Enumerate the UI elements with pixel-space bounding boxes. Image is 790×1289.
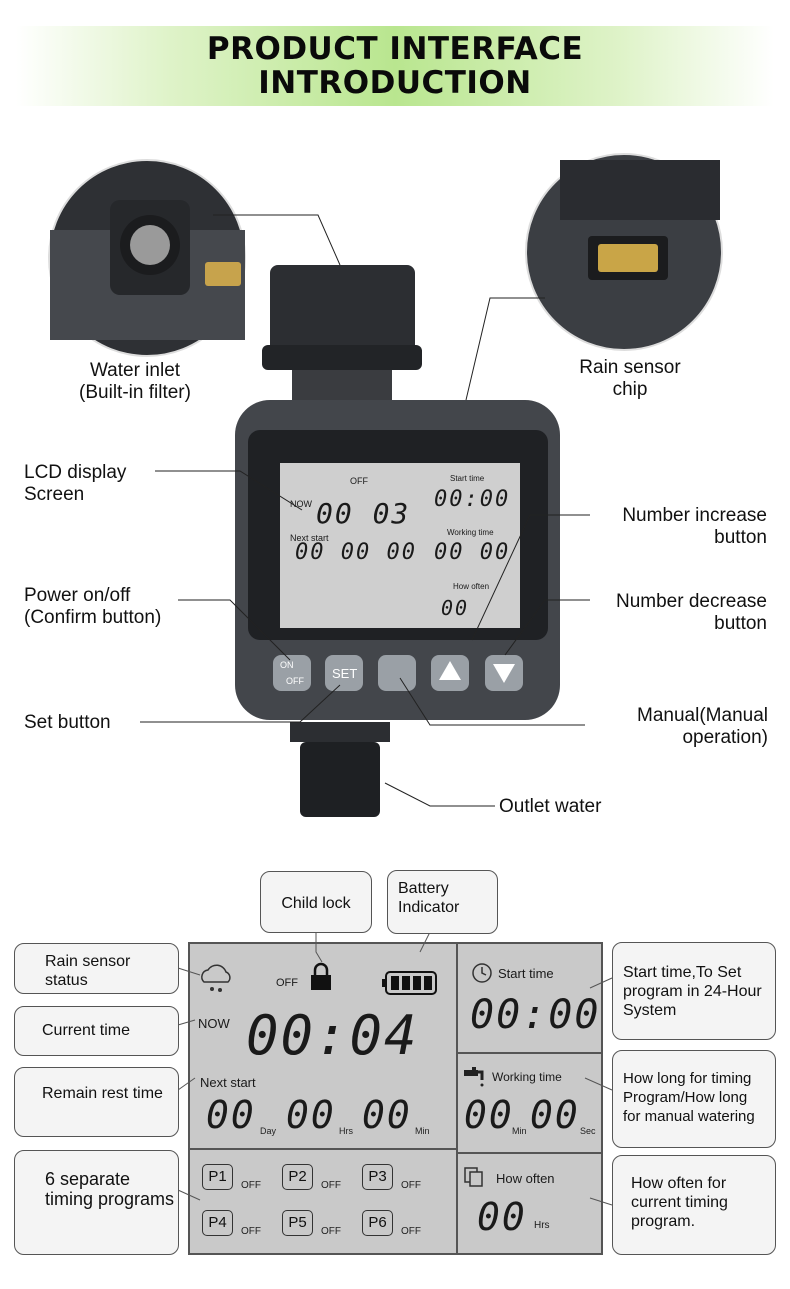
label-water-inlet-2: (Built-in filter): [79, 382, 191, 403]
label-water-inlet: Water inlet (Built-in filter): [55, 360, 215, 404]
lcd-next-hrs-value: 00: [286, 1093, 336, 1137]
device-screen-working-value: 00 00: [434, 540, 511, 565]
lcd-start-time-label: Start time: [498, 966, 554, 981]
label-increase-1: Number increase: [622, 505, 767, 526]
program-p6-state: OFF: [401, 1226, 421, 1237]
lcd-lock-off: OFF: [276, 977, 298, 989]
device-screen-time: 00 03: [316, 497, 411, 530]
lcd-hrs-unit: Hrs: [339, 1126, 353, 1136]
inlet-nut: [262, 265, 422, 400]
label-set-button: Set button: [24, 712, 111, 733]
callout-battery: Battery Indicator: [387, 870, 498, 934]
label-power: Power on/off (Confirm button): [24, 585, 194, 629]
program-p1-state: OFF: [241, 1180, 261, 1191]
device-buttons: [273, 655, 523, 691]
title-line-2: INTRODUCTION: [258, 65, 532, 101]
lcd-min-unit: Min: [415, 1126, 430, 1136]
water-inlet-zoom: [48, 159, 246, 357]
device-screen-now: NOW: [290, 499, 312, 509]
label-rain-chip-2: chip: [612, 379, 648, 400]
lcd-diagram: OFF NOW 00:04 Next start 00 Day 00 Hrs 0…: [188, 942, 603, 1255]
rain-chip-zoom: [525, 153, 723, 351]
header-banner: PRODUCT INTERFACE INTRODUCTION: [16, 26, 774, 106]
lcd-working-sec-value: 00: [530, 1093, 580, 1137]
lcd-how-often-value: 00: [477, 1195, 527, 1239]
label-manual: Manual(Manual operation): [595, 705, 768, 749]
label-power-2: (Confirm button): [24, 607, 162, 628]
callout-how-long: How long for timing Program/How long for…: [612, 1050, 776, 1148]
label-lcd-2: Screen: [24, 484, 85, 505]
program-p6: P6: [362, 1210, 393, 1236]
callout-start-time: Start time,To Set program in 24-Hour Sys…: [612, 942, 776, 1040]
label-lcd-1: LCD display: [24, 462, 127, 483]
faucet-icon: [464, 1067, 484, 1087]
callout-rain-status: Rain sensor status: [14, 943, 179, 994]
lcd-next-min-value: 00: [362, 1093, 412, 1137]
callout-current-time: Current time: [14, 1006, 179, 1056]
callout-programs: 6 separate timing programs: [14, 1150, 179, 1255]
lcd-how-often-unit: Hrs: [534, 1220, 550, 1231]
label-lcd-display: LCD display Screen: [24, 462, 164, 506]
device-illustration: [48, 153, 723, 817]
lcd-next-start-label: Next start: [200, 1075, 256, 1090]
device-screen-next-label: Next start: [290, 533, 329, 543]
callout-child-lock: Child lock: [260, 871, 372, 933]
program-p4: P4: [202, 1210, 233, 1236]
battery-icon: [382, 971, 437, 995]
callout-remain-time: Remain rest time: [14, 1067, 179, 1137]
program-p3-state: OFF: [401, 1180, 421, 1191]
label-power-1: Power on/off: [24, 585, 131, 606]
label-number-increase: Number increase button: [590, 505, 767, 549]
device-body: [235, 400, 560, 720]
lcd-working-sec-unit: Sec: [580, 1126, 596, 1136]
label-manual-1: Manual(Manual: [637, 705, 768, 726]
device-screen-next-value: 00 00 00: [295, 540, 417, 565]
device-leader-lines: [140, 214, 590, 807]
copy-icon: [464, 1167, 483, 1187]
device-screen-working-label: Working time: [447, 528, 494, 537]
label-rain-chip-1: Rain sensor: [579, 357, 681, 378]
device-screen-often-label: How often: [453, 582, 490, 591]
program-p3: P3: [362, 1164, 393, 1190]
clock-icon: [472, 963, 492, 983]
label-increase-2: button: [714, 527, 767, 548]
program-p5: P5: [282, 1210, 313, 1236]
label-outlet-water: Outlet water: [499, 796, 602, 817]
device-screen-start-value: 00:00: [434, 487, 511, 512]
label-decrease-2: button: [714, 613, 767, 634]
lcd-current-time: 00:04: [246, 1004, 419, 1067]
lcd-working-min-unit: Min: [512, 1126, 527, 1136]
title-line-1: PRODUCT INTERFACE: [206, 31, 584, 67]
label-water-inlet-1: Water inlet: [89, 360, 181, 381]
page-title: PRODUCT INTERFACE INTRODUCTION: [16, 32, 774, 100]
device-set-label: SET: [332, 666, 358, 681]
lcd-how-often-label: How often: [496, 1171, 555, 1186]
label-manual-2: operation): [682, 727, 768, 748]
lcd-working-min-value: 00: [464, 1093, 514, 1137]
program-p2: P2: [282, 1164, 313, 1190]
device-on-label: ON: [280, 660, 294, 670]
label-number-decrease: Number decrease button: [588, 591, 767, 635]
device-off-label: OFF: [286, 676, 304, 686]
label-rain-chip: Rain sensor chip: [560, 357, 700, 401]
program-p2-state: OFF: [321, 1180, 341, 1191]
lcd-now-label: NOW: [198, 1016, 230, 1031]
rain-cloud-icon: [201, 964, 231, 992]
program-p5-state: OFF: [321, 1226, 341, 1237]
device-screen-off: OFF: [350, 476, 368, 486]
lcd-working-time-label: Working time: [492, 1070, 562, 1084]
lcd-day-unit: Day: [260, 1126, 277, 1136]
lcd-start-time-value: 00:00: [470, 992, 601, 1038]
device-screen-often-value: 00: [441, 596, 470, 620]
label-decrease-1: Number decrease: [615, 591, 767, 612]
outlet-pipe: [290, 722, 390, 817]
device-screen-start-label: Start time: [450, 474, 485, 483]
program-p1: P1: [202, 1164, 233, 1190]
lcd-next-day-value: 00: [206, 1093, 256, 1137]
lock-icon: [311, 962, 331, 990]
callout-how-often: How often for current timing program.: [612, 1155, 776, 1255]
program-p4-state: OFF: [241, 1226, 261, 1237]
